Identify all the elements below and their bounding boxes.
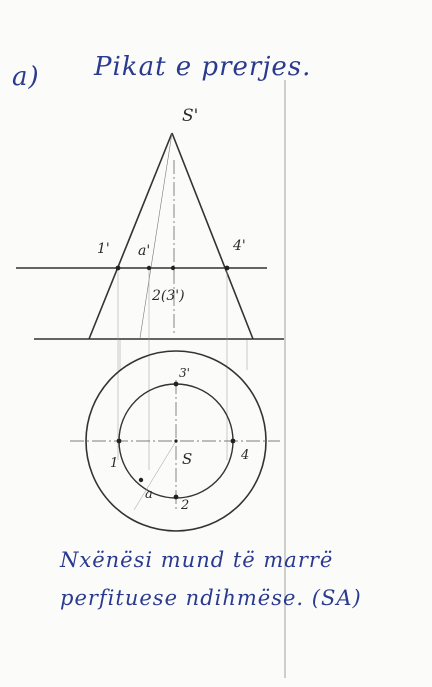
point-3-top — [173, 381, 179, 387]
label-apex-front: S' — [182, 106, 199, 126]
point-1-front — [115, 265, 121, 271]
point-a-top — [138, 477, 144, 483]
point-23-front — [170, 265, 176, 271]
note-line-1: Nxënësi mund të marrë — [60, 548, 334, 572]
point-1-top — [116, 438, 122, 444]
label-1-front: 1' — [97, 241, 110, 257]
page-title: Pikat e prerjes. — [94, 52, 312, 82]
label-s-top: S — [182, 450, 193, 468]
label-23-front: 2(3') — [152, 288, 185, 304]
generatrix-a-top — [133, 440, 177, 511]
point-4-top — [230, 438, 236, 444]
label-4-top: 4 — [241, 448, 250, 463]
point-4-front — [224, 265, 230, 271]
generatrix-a — [139, 132, 173, 339]
label-1-top: 1 — [110, 456, 119, 471]
label-a-top: a — [145, 487, 153, 502]
label-3-top: 3' — [179, 366, 190, 380]
point-s-top — [174, 439, 178, 443]
cone-right-edge — [171, 132, 254, 340]
cone-left-edge — [88, 132, 173, 340]
label-2-top: 2 — [181, 498, 190, 513]
label-a-front: a' — [138, 243, 151, 259]
section-label: a) — [12, 62, 40, 92]
label-4-front: 4' — [233, 238, 246, 254]
note-line-2: perfituese ndihmëse. (SA) — [60, 586, 362, 610]
point-a-front — [146, 265, 152, 271]
base-circle-top — [85, 350, 267, 532]
point-2-top — [173, 494, 179, 500]
